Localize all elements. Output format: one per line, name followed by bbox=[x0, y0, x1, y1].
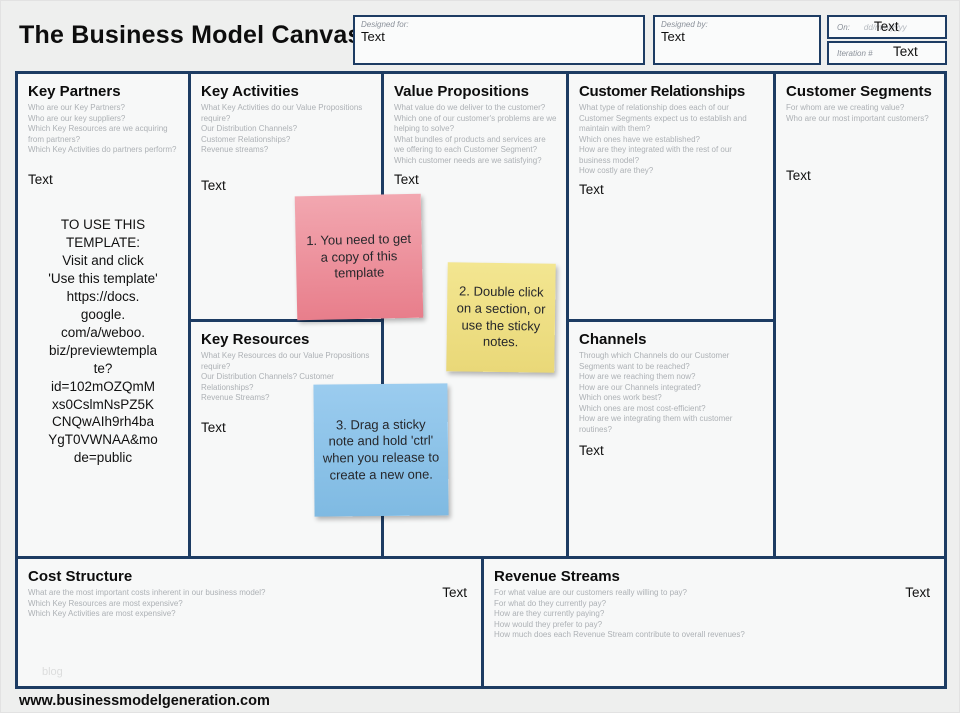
divider-cr-ch bbox=[566, 319, 776, 322]
designed-for-value[interactable]: Text bbox=[361, 29, 385, 44]
revenue-streams-title: Revenue Streams bbox=[494, 568, 620, 585]
section-key-resources[interactable]: Key Resources What Key Resources do our … bbox=[191, 322, 381, 556]
customer-segments-hints: For whom are we creating value?Who are o… bbox=[786, 103, 929, 123]
iteration-value[interactable]: Text bbox=[893, 44, 918, 59]
key-partners-text[interactable]: Text bbox=[28, 171, 53, 187]
key-activities-hints: What Key Activities do our Value Proposi… bbox=[201, 103, 363, 155]
revenue-streams-text[interactable]: Text bbox=[905, 585, 930, 600]
designed-for-label: Designed for: bbox=[361, 20, 409, 29]
section-cost-structure[interactable]: Cost Structure What are the most importa… bbox=[18, 559, 481, 686]
designed-on-date: dd/mm/yyyy Text bbox=[863, 19, 907, 34]
footer-url: www.businessmodelgeneration.com bbox=[19, 693, 270, 709]
section-customer-segments[interactable]: Customer Segments For whom are we creati… bbox=[776, 74, 944, 556]
designed-on-value[interactable]: Text bbox=[873, 18, 899, 34]
date-placeholder: dd/mm/yyyy bbox=[863, 22, 907, 32]
key-partners-title: Key Partners bbox=[28, 83, 121, 100]
cost-structure-hints: What are the most important costs inhere… bbox=[28, 588, 266, 619]
blog-watermark: blog bbox=[42, 666, 63, 678]
channels-text[interactable]: Text bbox=[579, 443, 604, 459]
divider-vertical-3 bbox=[566, 74, 569, 559]
template-instructions-note[interactable]: TO USE THIS TEMPLATE: Visit and click 'U… bbox=[48, 217, 158, 466]
section-customer-relationships[interactable]: Customer Relationships What type of rela… bbox=[569, 74, 773, 319]
designed-on-label: On: bbox=[837, 22, 850, 32]
divider-ka-kr bbox=[188, 319, 384, 322]
designed-by-label: Designed by: bbox=[661, 20, 708, 29]
page-title: The Business Model Canvas bbox=[19, 21, 362, 49]
designed-by-box[interactable]: Designed by: Text bbox=[653, 15, 821, 65]
designed-for-box[interactable]: Designed for: Text bbox=[353, 15, 645, 65]
customer-relationships-hints: What type of relationship does each of o… bbox=[579, 103, 747, 176]
customer-relationships-text[interactable]: Text bbox=[579, 181, 604, 197]
cost-structure-title: Cost Structure bbox=[28, 568, 133, 585]
section-key-partners[interactable]: Key Partners Who are our Key Partners?Wh… bbox=[18, 74, 188, 556]
sticky-note-2-text: 2. Double click on a section, or use the… bbox=[456, 283, 546, 350]
key-resources-text[interactable]: Text bbox=[201, 419, 226, 435]
value-propositions-hints: What value do we deliver to the customer… bbox=[394, 103, 557, 165]
canvas-grid: Key Partners Who are our Key Partners?Wh… bbox=[15, 71, 947, 689]
key-activities-title: Key Activities bbox=[201, 83, 299, 100]
divider-bottom-row bbox=[18, 556, 944, 559]
sticky-note-3-text: 3. Drag a sticky note and hold 'ctrl' wh… bbox=[322, 416, 440, 483]
revenue-streams-hints: For what value are our customers really … bbox=[494, 588, 745, 640]
key-activities-text[interactable]: Text bbox=[201, 177, 226, 193]
value-propositions-title: Value Propositions bbox=[394, 83, 530, 100]
section-key-activities[interactable]: Key Activities What Key Activities do ou… bbox=[191, 74, 381, 319]
section-revenue-streams[interactable]: Revenue Streams For what value are our c… bbox=[484, 559, 944, 686]
customer-segments-text[interactable]: Text bbox=[786, 168, 811, 184]
designed-by-value[interactable]: Text bbox=[661, 29, 685, 44]
sticky-note-1[interactable]: 1. You need to get a copy of this templa… bbox=[294, 193, 424, 321]
section-channels[interactable]: Channels Through which Channels do our C… bbox=[569, 322, 773, 556]
divider-cost-revenue bbox=[481, 559, 484, 686]
sticky-note-1-text: 1. You need to get a copy of this templa… bbox=[306, 230, 412, 281]
channels-title: Channels bbox=[579, 331, 647, 348]
key-partners-hints: Who are our Key Partners?Who are our key… bbox=[28, 103, 177, 155]
customer-segments-title: Customer Segments bbox=[786, 83, 932, 100]
sticky-note-3[interactable]: 3. Drag a sticky note and hold 'ctrl' wh… bbox=[313, 383, 449, 517]
divider-vertical-4 bbox=[773, 74, 776, 559]
iteration-box[interactable]: Iteration # Text bbox=[827, 41, 947, 65]
key-resources-title: Key Resources bbox=[201, 331, 310, 348]
value-propositions-text[interactable]: Text bbox=[394, 172, 419, 188]
sticky-note-2[interactable]: 2. Double click on a section, or use the… bbox=[446, 262, 556, 373]
cost-structure-text[interactable]: Text bbox=[442, 585, 467, 600]
divider-vertical-1 bbox=[188, 74, 191, 559]
section-value-propositions[interactable]: Value Propositions What value do we deli… bbox=[384, 74, 566, 556]
key-resources-hints: What Key Resources do our Value Proposit… bbox=[201, 351, 370, 403]
customer-relationships-title: Customer Relationships bbox=[579, 83, 745, 100]
designed-on-box[interactable]: On: dd/mm/yyyy Text bbox=[827, 15, 947, 39]
iteration-label: Iteration # bbox=[837, 48, 873, 58]
channels-hints: Through which Channels do our Customer S… bbox=[579, 351, 733, 434]
